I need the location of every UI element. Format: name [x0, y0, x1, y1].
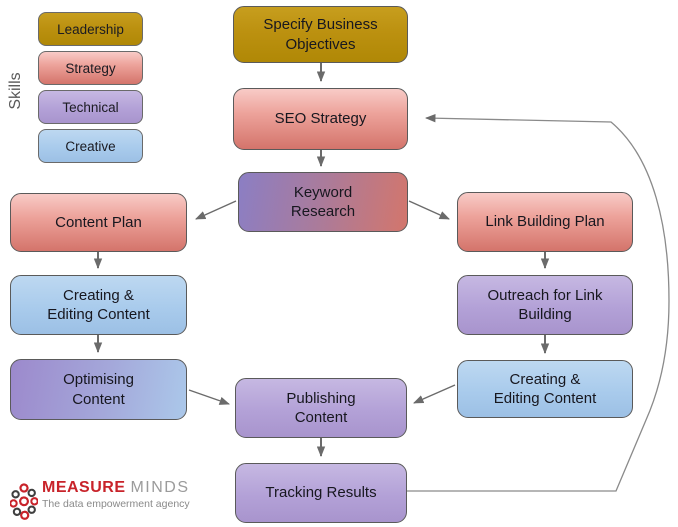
node-tracking-results: Tracking Results	[235, 463, 407, 523]
node-content-plan: Content Plan	[10, 193, 187, 252]
node-seo-strategy: SEO Strategy	[233, 88, 408, 150]
legend-item-strategy: Strategy	[38, 51, 143, 85]
brand-secondary-text: MINDS	[130, 479, 190, 496]
node-keyword-research: Keyword Research	[238, 172, 408, 232]
edge-keyword-to-linkplan	[408, 200, 450, 220]
brand-tagline: The data empowerment agency	[42, 497, 190, 510]
edge-creating-to-publishing	[413, 384, 456, 404]
node-link-building-plan: Link Building Plan	[457, 192, 633, 252]
node-publishing-content: Publishing Content	[235, 378, 407, 438]
node-creating-editing-content-right: Creating & Editing Content	[457, 360, 633, 418]
edge-optimising-to-publishing	[188, 389, 230, 405]
legend-item-creative: Creative	[38, 129, 143, 163]
brand-primary-text: MEASURE	[42, 479, 126, 496]
legend-label: Technical	[62, 99, 119, 115]
legend-axis-label: Skills	[7, 72, 24, 110]
measure-minds-logo: MEASURE MINDS The data empowerment agenc…	[10, 479, 190, 522]
legend-item-leadership: Leadership	[38, 12, 143, 46]
edge-keyword-to-contentplan	[195, 200, 237, 220]
legend-item-technical: Technical	[38, 90, 143, 124]
node-outreach-for-link-building: Outreach for Link Building	[457, 275, 633, 335]
legend-label: Creative	[65, 138, 116, 154]
node-creating-editing-content-left: Creating & Editing Content	[10, 275, 187, 335]
node-specify-business-objectives: Specify Business Objectives	[233, 6, 408, 63]
brand-name: MEASURE MINDS	[42, 479, 190, 497]
gear-cluster-icon	[10, 483, 38, 520]
legend-label: Strategy	[65, 60, 116, 76]
legend-label: Leadership	[57, 21, 124, 37]
node-optimising-content: Optimising Content	[10, 359, 187, 420]
edge-tracking-to-seo-feedback-loop	[407, 114, 670, 492]
logo-text: MEASURE MINDS The data empowerment agenc…	[42, 479, 190, 510]
